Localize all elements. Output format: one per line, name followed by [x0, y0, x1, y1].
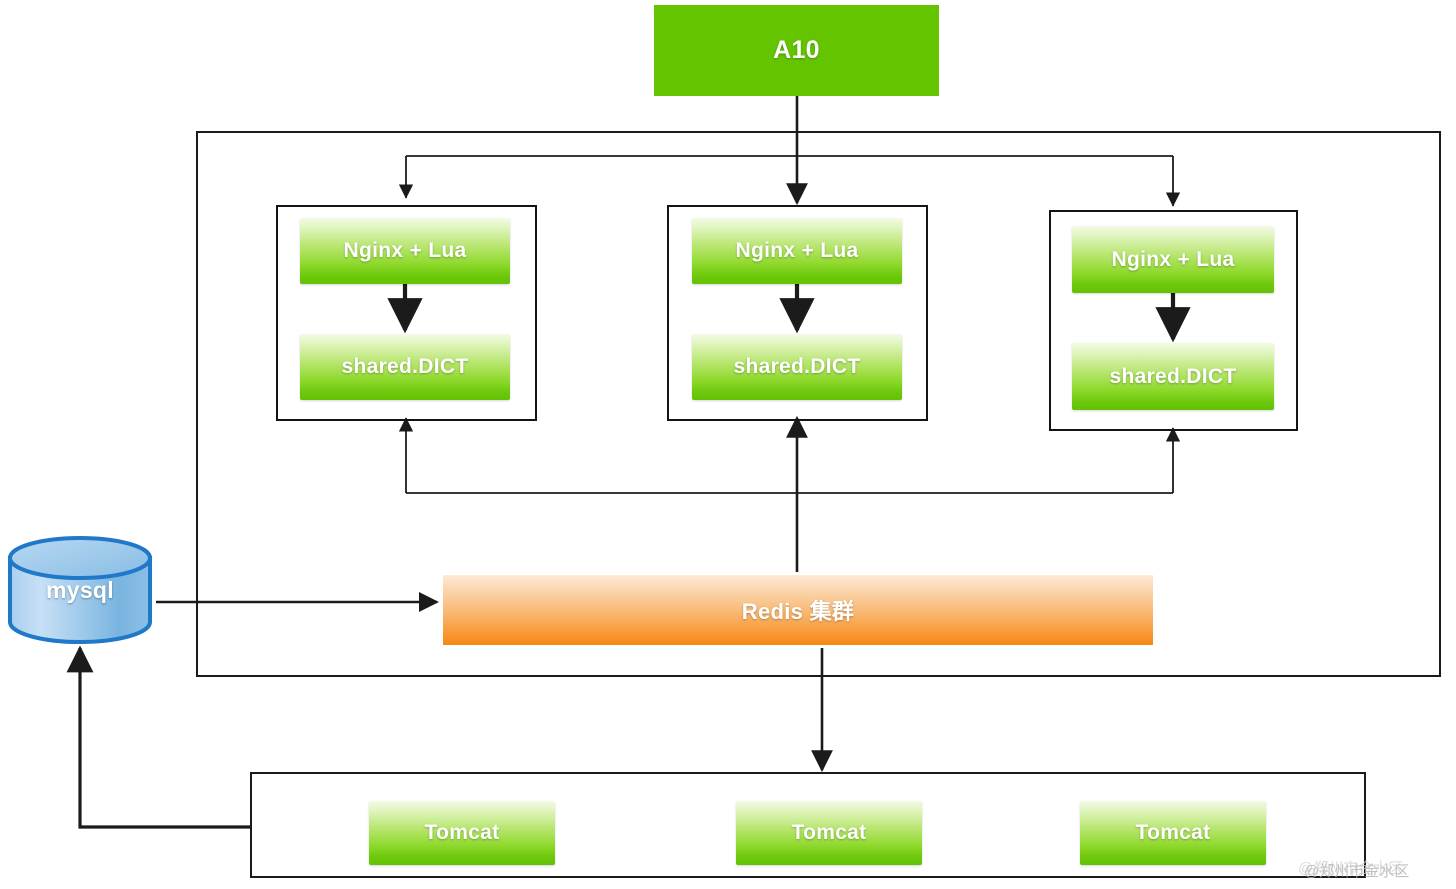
- shared-dict-node-2[interactable]: shared.DICT: [692, 334, 902, 400]
- tomcat-label-2: Tomcat: [791, 821, 867, 844]
- cache-tier-container: [196, 131, 1441, 677]
- mysql-database[interactable]: mysql: [4, 535, 156, 645]
- shared-dict-node-3[interactable]: shared.DICT: [1072, 343, 1274, 410]
- load-balancer-a10[interactable]: A10: [654, 5, 939, 96]
- shared-dict-node-1[interactable]: shared.DICT: [300, 334, 510, 400]
- cylinder-icon: [8, 536, 152, 644]
- mysql-label: mysql: [46, 576, 114, 603]
- watermark: @郑州市金水区: [1304, 863, 1410, 880]
- tomcat-label-1: Tomcat: [424, 821, 500, 844]
- tomcat-node-3[interactable]: Tomcat: [1080, 801, 1266, 865]
- tomcat-node-2[interactable]: Tomcat: [736, 801, 922, 865]
- nginx-lua-label-1: Nginx + Lua: [343, 239, 467, 262]
- cache-group-2: [667, 205, 928, 421]
- nginx-lua-label-3: Nginx + Lua: [1111, 247, 1235, 271]
- nginx-lua-node-2[interactable]: Nginx + Lua: [692, 218, 902, 284]
- shared-dict-label-3: shared.DICT: [1109, 364, 1237, 388]
- app-tier-container: [250, 772, 1366, 878]
- tomcat-label-3: Tomcat: [1135, 821, 1211, 844]
- cache-group-1: [276, 205, 537, 421]
- watermark-shadow: @郑州市金水区: [1298, 860, 1404, 877]
- cache-group-3: [1049, 210, 1298, 431]
- tomcat-node-1[interactable]: Tomcat: [369, 801, 555, 865]
- load-balancer-label: A10: [773, 36, 820, 64]
- redis-cluster-label: Redis 集群: [741, 599, 855, 624]
- shared-dict-label-2: shared.DICT: [733, 355, 861, 378]
- shared-dict-label-1: shared.DICT: [341, 355, 469, 378]
- nginx-lua-label-2: Nginx + Lua: [735, 239, 859, 262]
- nginx-lua-node-3[interactable]: Nginx + Lua: [1072, 226, 1274, 293]
- nginx-lua-node-1[interactable]: Nginx + Lua: [300, 218, 510, 284]
- redis-cluster-node[interactable]: Redis 集群: [443, 575, 1153, 645]
